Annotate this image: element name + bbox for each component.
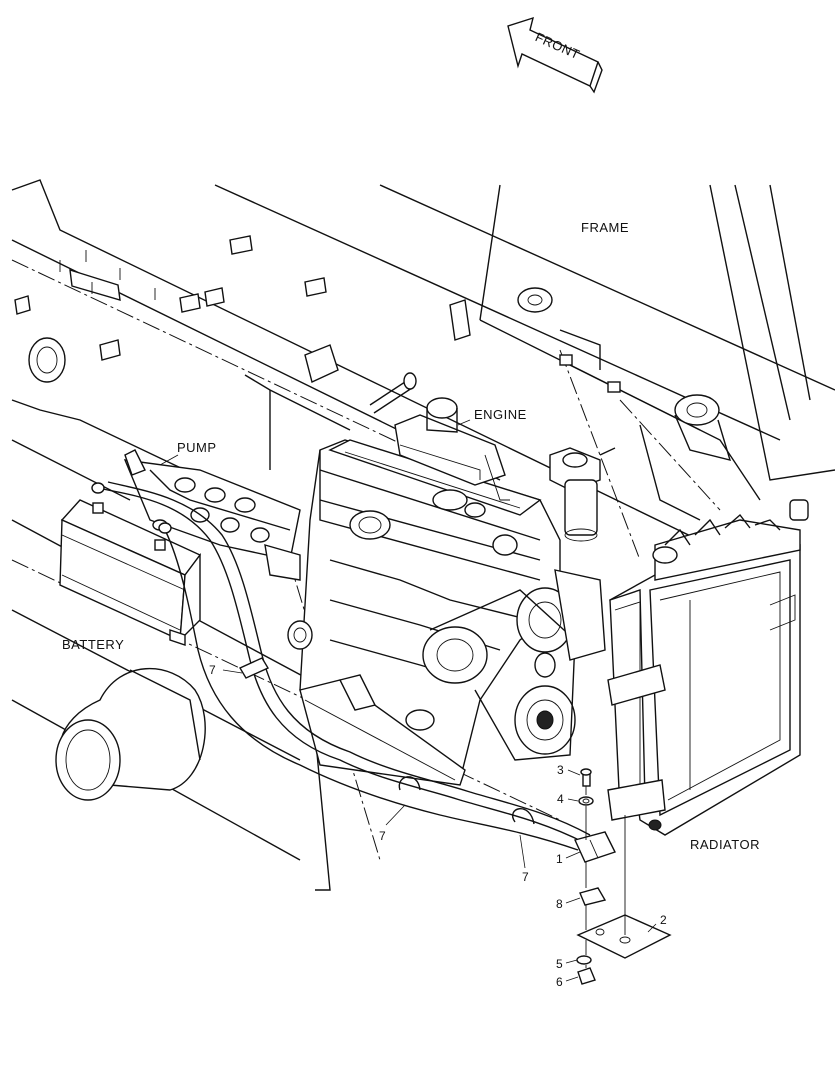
- callout-leaders: [159, 419, 657, 982]
- callout-7-middle: 7: [379, 829, 386, 843]
- frame-label: FRAME: [581, 220, 629, 235]
- callout-7-lower: 7: [522, 870, 529, 884]
- radiator: [607, 513, 801, 836]
- battery-cable: [91, 481, 616, 863]
- callout-5: 5: [556, 957, 563, 971]
- callout-7-upper: 7: [209, 663, 216, 677]
- fuel-filter: [549, 447, 616, 542]
- hydraulic-pump: [123, 449, 301, 581]
- callout-3: 3: [557, 763, 564, 777]
- fan-cone: [55, 668, 206, 801]
- battery-label: BATTERY: [62, 637, 124, 652]
- engine-label: ENGINE: [474, 407, 527, 422]
- callout-4: 4: [557, 792, 564, 806]
- engine: [287, 397, 606, 786]
- radiator-label: RADIATOR: [690, 837, 760, 852]
- callout-2: 2: [660, 913, 667, 927]
- callout-6: 6: [556, 975, 563, 989]
- mounting-hardware: [576, 768, 672, 985]
- front-direction-arrow: FRONT: [507, 16, 603, 94]
- callout-1: 1: [556, 852, 563, 866]
- callout-8: 8: [556, 897, 563, 911]
- pump-label: PUMP: [177, 440, 217, 455]
